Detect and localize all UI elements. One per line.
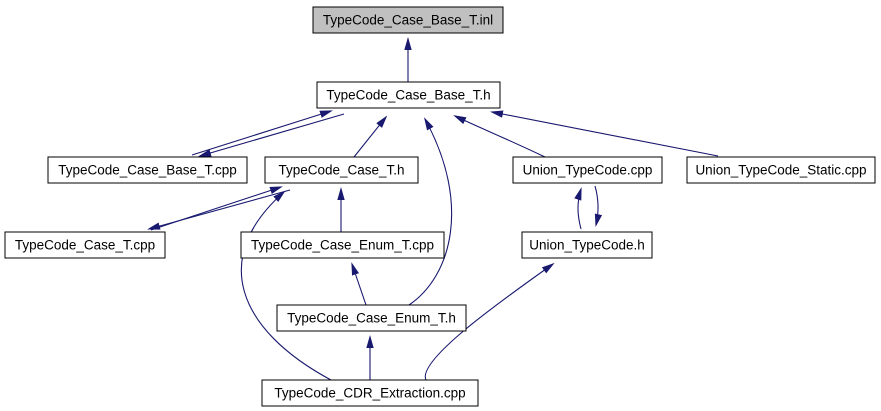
node-typecode-case-enum-t-cpp[interactable]: TypeCode_Case_Enum_T.cpp <box>240 231 445 259</box>
node-box <box>686 156 876 184</box>
node-box <box>316 81 501 109</box>
node-label: TypeCode_Case_Base_T.h <box>326 88 490 103</box>
node-union-typecode-static-cpp[interactable]: Union_TypeCode_Static.cpp <box>686 156 876 184</box>
node-box <box>4 231 166 259</box>
node-label: Union_TypeCode.h <box>529 238 645 253</box>
node-box <box>264 156 419 184</box>
node-typecode-case-t-h[interactable]: TypeCode_Case_T.h <box>264 156 419 184</box>
edge-union-static-to-base-h <box>490 110 719 157</box>
node-label: Union_TypeCode.cpp <box>523 163 653 178</box>
node-label: TypeCode_Case_Base_T.cpp <box>58 163 237 178</box>
edge-enum-h-to-base-h <box>408 117 453 306</box>
edge-union-cpp-to-union-h <box>594 185 603 227</box>
node-label: TypeCode_Case_Base_T.inl <box>323 13 493 28</box>
node-union-typecode-h[interactable]: Union_TypeCode.h <box>521 231 653 259</box>
node-box <box>512 156 663 184</box>
node-box <box>276 304 467 332</box>
edge-base-cpp-to-base-h <box>191 110 333 156</box>
node-union-typecode-cpp[interactable]: Union_TypeCode.cpp <box>512 156 663 184</box>
node-label: TypeCode_Case_Enum_T.cpp <box>251 238 434 253</box>
node-label: Union_TypeCode_Static.cpp <box>695 163 866 178</box>
edge-union-cpp-to-base-h <box>453 115 546 158</box>
edge-cdr-to-case-h <box>240 190 332 381</box>
edge-base-h-to-base-cpp <box>198 113 345 157</box>
node-box <box>261 379 479 407</box>
node-label: TypeCode_Case_T.h <box>278 163 404 178</box>
node-typecode-case-enum-t-h[interactable]: TypeCode_Case_Enum_T.h <box>276 304 467 332</box>
node-box <box>47 156 248 184</box>
edge-case-h-to-base-h <box>353 115 388 158</box>
node-typecode-case-base-t-h[interactable]: TypeCode_Case_Base_T.h <box>316 81 501 109</box>
node-typecode-case-t-cpp[interactable]: TypeCode_Case_T.cpp <box>4 231 166 259</box>
edge-case-h-to-case-cpp <box>147 189 291 230</box>
edge-enum-h-to-enum-cpp <box>351 262 367 306</box>
node-typecode-case-base-t-cpp[interactable]: TypeCode_Case_Base_T.cpp <box>47 156 248 184</box>
node-typecode-cdr-extraction-cpp[interactable]: TypeCode_CDR_Extraction.cpp <box>261 379 479 407</box>
node-label: TypeCode_CDR_Extraction.cpp <box>274 386 465 401</box>
node-box <box>312 6 504 34</box>
node-box <box>521 231 653 259</box>
node-typecode-case-base-t-inl[interactable]: TypeCode_Case_Base_T.inl <box>312 6 504 34</box>
edge-union-h-to-union-cpp <box>574 187 582 230</box>
node-box <box>240 231 445 259</box>
node-label: TypeCode_Case_Enum_T.h <box>287 311 456 326</box>
node-label: TypeCode_Case_T.cpp <box>15 238 155 253</box>
